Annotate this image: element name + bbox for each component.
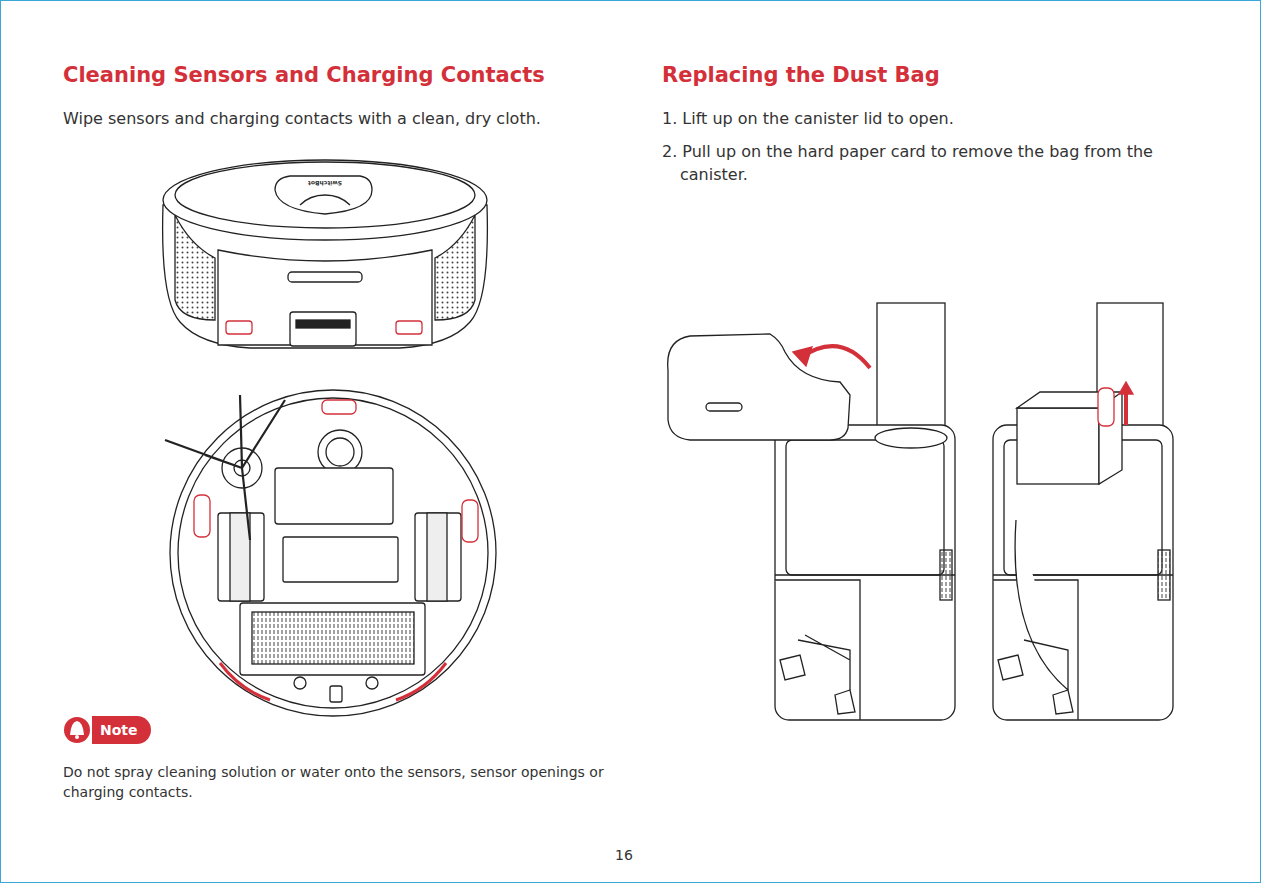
step-text: 2. Pull up on the hard paper card to rem… — [662, 140, 1210, 186]
section-heading: Cleaning Sensors and Charging Contacts — [63, 60, 623, 90]
note-badge: Note — [92, 716, 151, 744]
instruction-text: Wipe sensors and charging contacts with … — [63, 107, 623, 130]
robot-bottom-view — [165, 390, 496, 716]
robot-top-view — [163, 160, 488, 348]
note-text: Do not spray cleaning solution or water … — [63, 762, 608, 803]
base-station-bag — [993, 303, 1173, 720]
badge-label: Note — [100, 722, 138, 738]
step-text: 1. Lift up on the canister lid to open. — [662, 107, 1202, 130]
bell-icon — [64, 717, 90, 743]
brand-logo: SwitchBot — [295, 180, 355, 186]
page-number: 16 — [615, 845, 645, 865]
section-heading: Replacing the Dust Bag — [662, 60, 1222, 90]
base-station-open — [668, 303, 955, 720]
